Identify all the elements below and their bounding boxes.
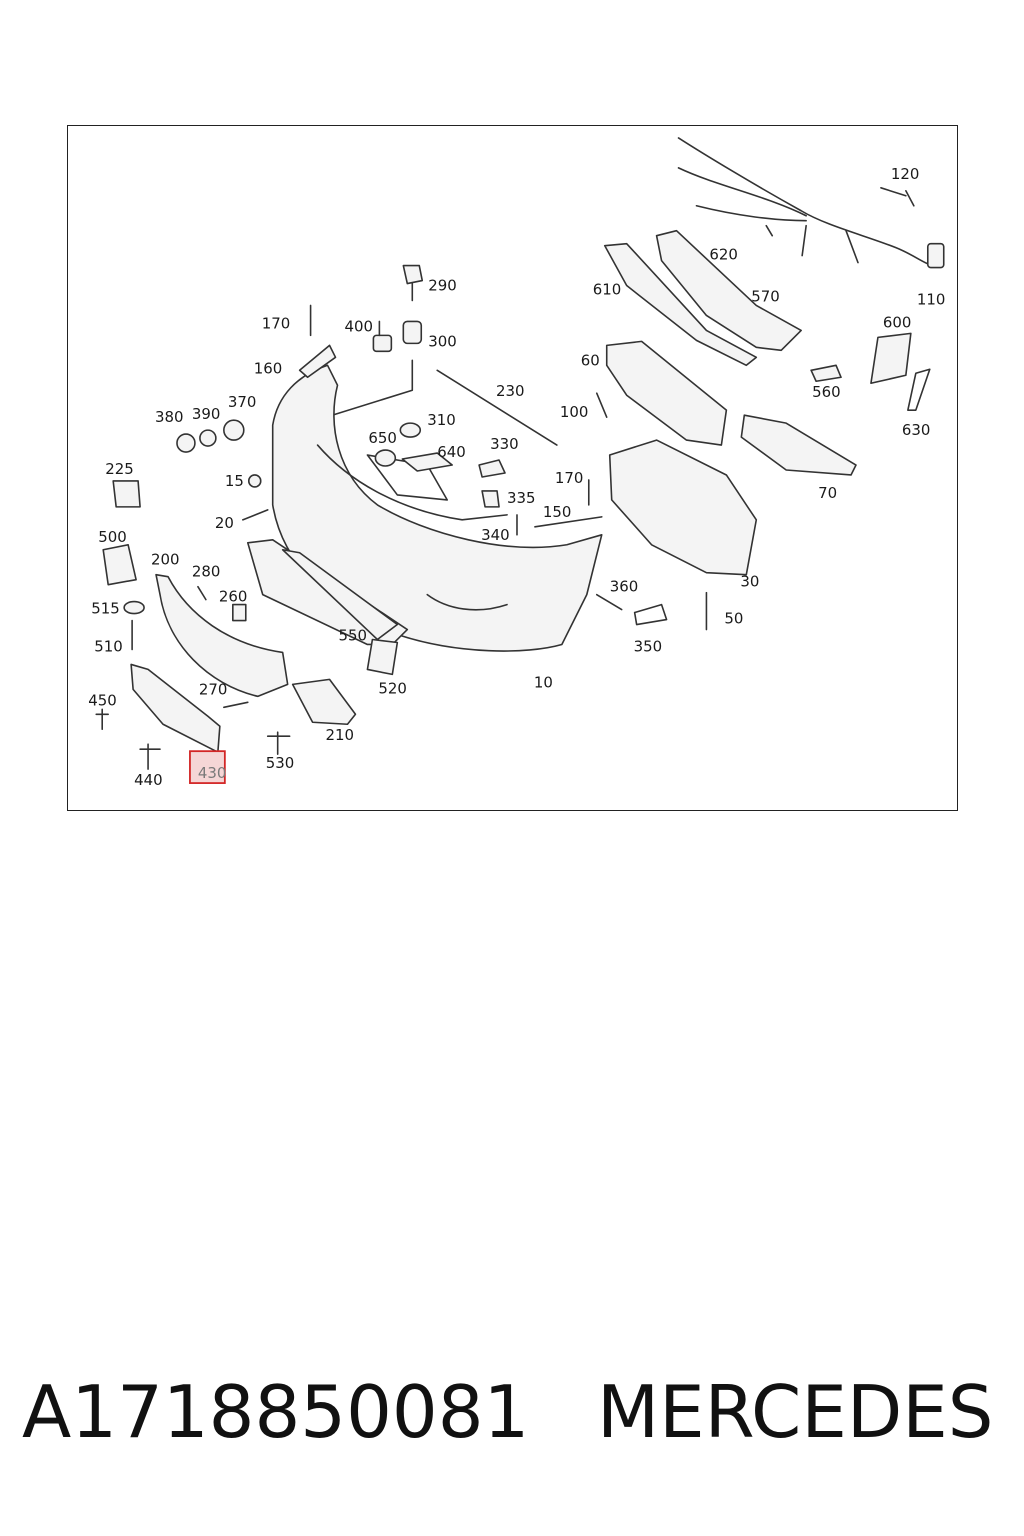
label-530: 530 <box>266 754 295 772</box>
label-300: 300 <box>428 332 457 350</box>
label-200: 200 <box>151 551 180 569</box>
label-370: 370 <box>228 393 257 411</box>
label-350: 350 <box>634 637 663 655</box>
exploded-view-drawing: 10 15 20 30 50 60 70 100 110 120 150 160… <box>88 137 945 789</box>
label-100: 100 <box>560 403 589 421</box>
label-60: 60 <box>581 351 600 369</box>
caption: A1718850081 MERCEDES <box>0 1370 1024 1470</box>
label-400: 400 <box>344 317 373 335</box>
label-10: 10 <box>534 673 553 691</box>
label-70: 70 <box>818 484 837 502</box>
label-225: 225 <box>105 460 134 478</box>
label-15: 15 <box>225 472 244 490</box>
label-640: 640 <box>437 443 466 461</box>
label-340: 340 <box>481 526 510 544</box>
parts-diagram: 10 15 20 30 50 60 70 100 110 120 150 160… <box>67 125 958 811</box>
label-290: 290 <box>428 277 457 295</box>
label-150: 150 <box>543 503 572 521</box>
label-30: 30 <box>740 573 759 591</box>
label-230: 230 <box>496 382 525 400</box>
label-210: 210 <box>326 726 355 744</box>
label-280: 280 <box>192 563 221 581</box>
label-260: 260 <box>219 588 248 606</box>
label-110: 110 <box>917 290 946 308</box>
label-120: 120 <box>891 165 920 183</box>
label-650: 650 <box>368 429 397 447</box>
label-510: 510 <box>94 637 123 655</box>
label-360: 360 <box>610 578 639 596</box>
label-330: 330 <box>490 435 519 453</box>
label-390: 390 <box>192 405 221 423</box>
label-560: 560 <box>812 383 841 401</box>
brand-name: MERCEDES <box>597 1370 994 1454</box>
part-number: A1718850081 <box>22 1370 530 1454</box>
label-550: 550 <box>339 626 368 644</box>
label-600: 600 <box>883 313 912 331</box>
label-520: 520 <box>378 679 407 697</box>
label-310: 310 <box>427 411 456 429</box>
carrier-60 <box>605 340 728 446</box>
label-430: 430 <box>198 764 227 782</box>
label-570: 570 <box>751 287 780 305</box>
label-440: 440 <box>134 771 163 789</box>
label-515: 515 <box>91 600 120 618</box>
label-170: 170 <box>262 314 291 332</box>
label-500: 500 <box>98 528 127 546</box>
license-plate-bracket-430 <box>130 663 221 753</box>
label-610: 610 <box>593 281 622 299</box>
label-50: 50 <box>724 610 743 628</box>
bracket-610 <box>603 242 758 367</box>
label-20: 20 <box>215 514 234 532</box>
grille-200 <box>155 573 289 698</box>
label-380: 380 <box>155 408 184 426</box>
wiring-harness <box>677 137 937 267</box>
label-620: 620 <box>709 246 738 264</box>
label-335: 335 <box>507 489 536 507</box>
label-450: 450 <box>88 691 117 709</box>
label-160: 160 <box>254 359 283 377</box>
highlight-box-430 <box>189 750 226 784</box>
label-630: 630 <box>902 421 931 439</box>
label-170b: 170 <box>555 469 584 487</box>
label-group: 10 15 20 30 50 60 70 100 110 120 150 160… <box>88 165 945 789</box>
label-270: 270 <box>199 680 228 698</box>
absorber-570 <box>655 229 802 352</box>
impact-bar-30 <box>608 439 758 576</box>
